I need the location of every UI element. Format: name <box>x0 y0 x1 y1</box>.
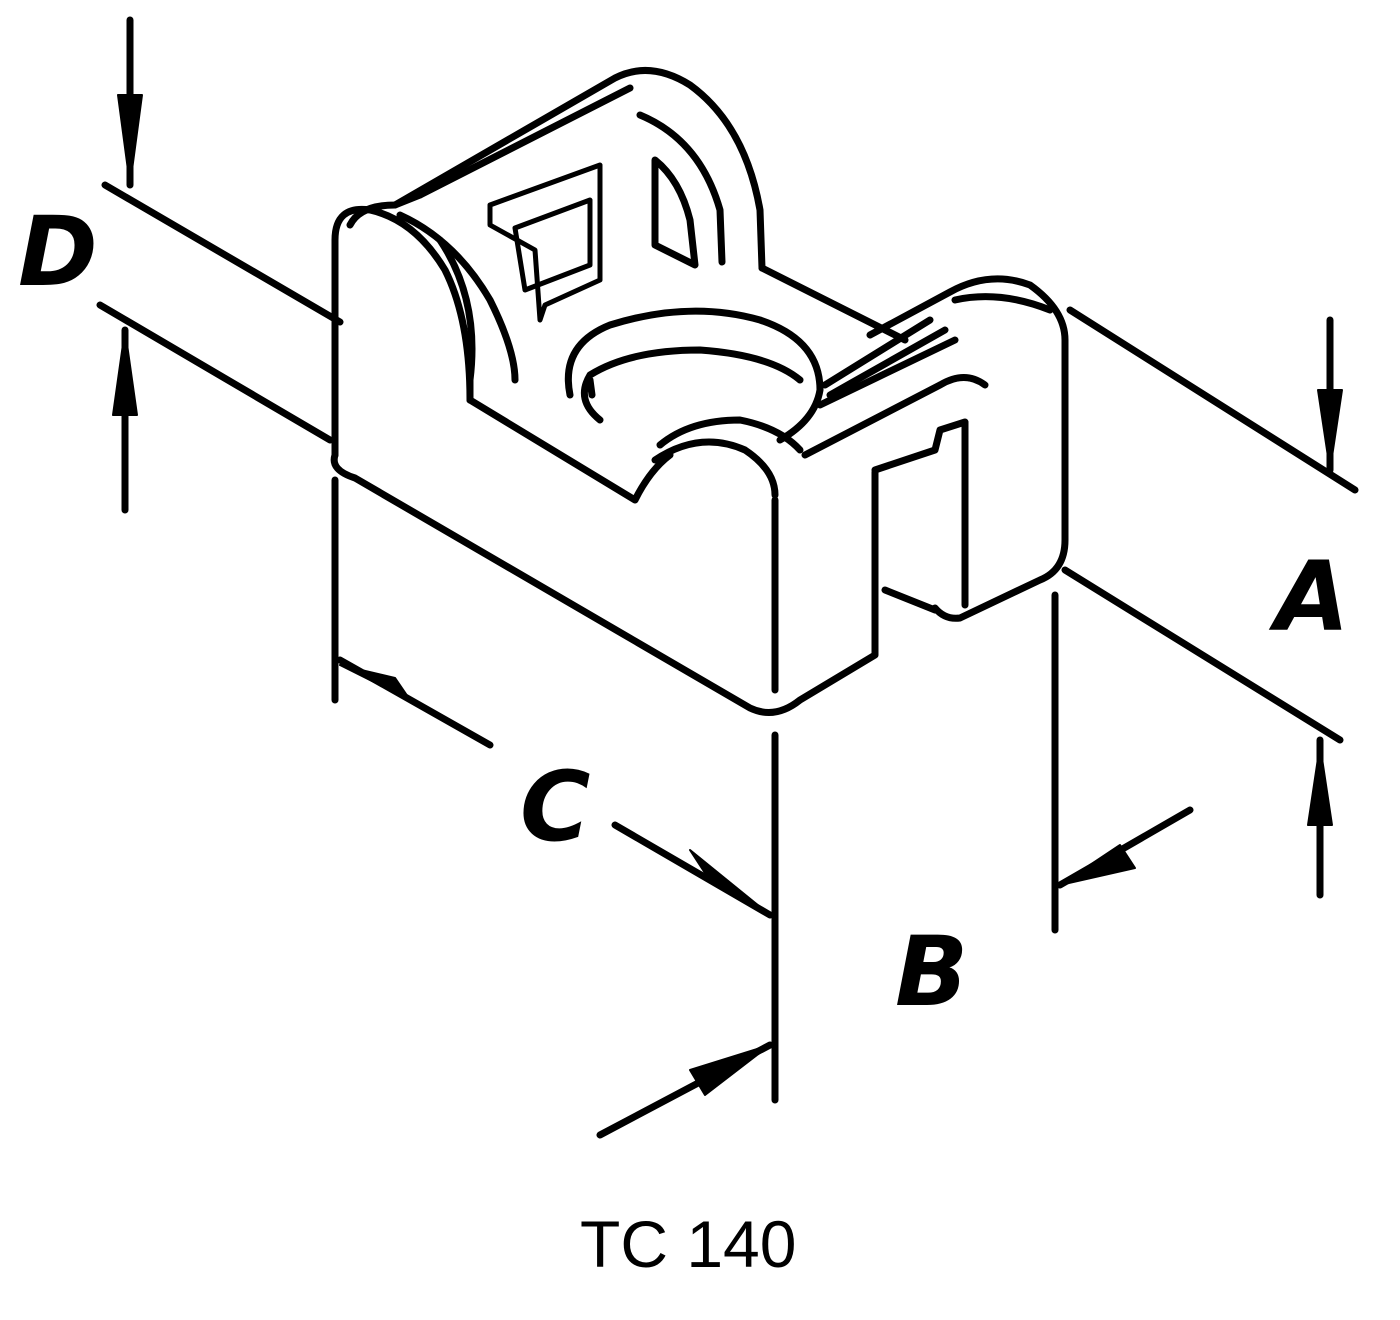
dimension-c <box>331 476 779 1104</box>
dimension-a <box>1061 306 1359 899</box>
dimension-d <box>96 16 344 514</box>
dimension-label-c: C <box>520 751 590 863</box>
mount-body <box>330 66 1069 716</box>
diagram-caption: TC 140 <box>580 1207 796 1281</box>
dimension-label-d: D <box>18 196 98 308</box>
dimension-label-a: A <box>1268 541 1349 653</box>
dimension-b <box>596 591 1194 1139</box>
dimension-label-b: B <box>895 916 968 1028</box>
